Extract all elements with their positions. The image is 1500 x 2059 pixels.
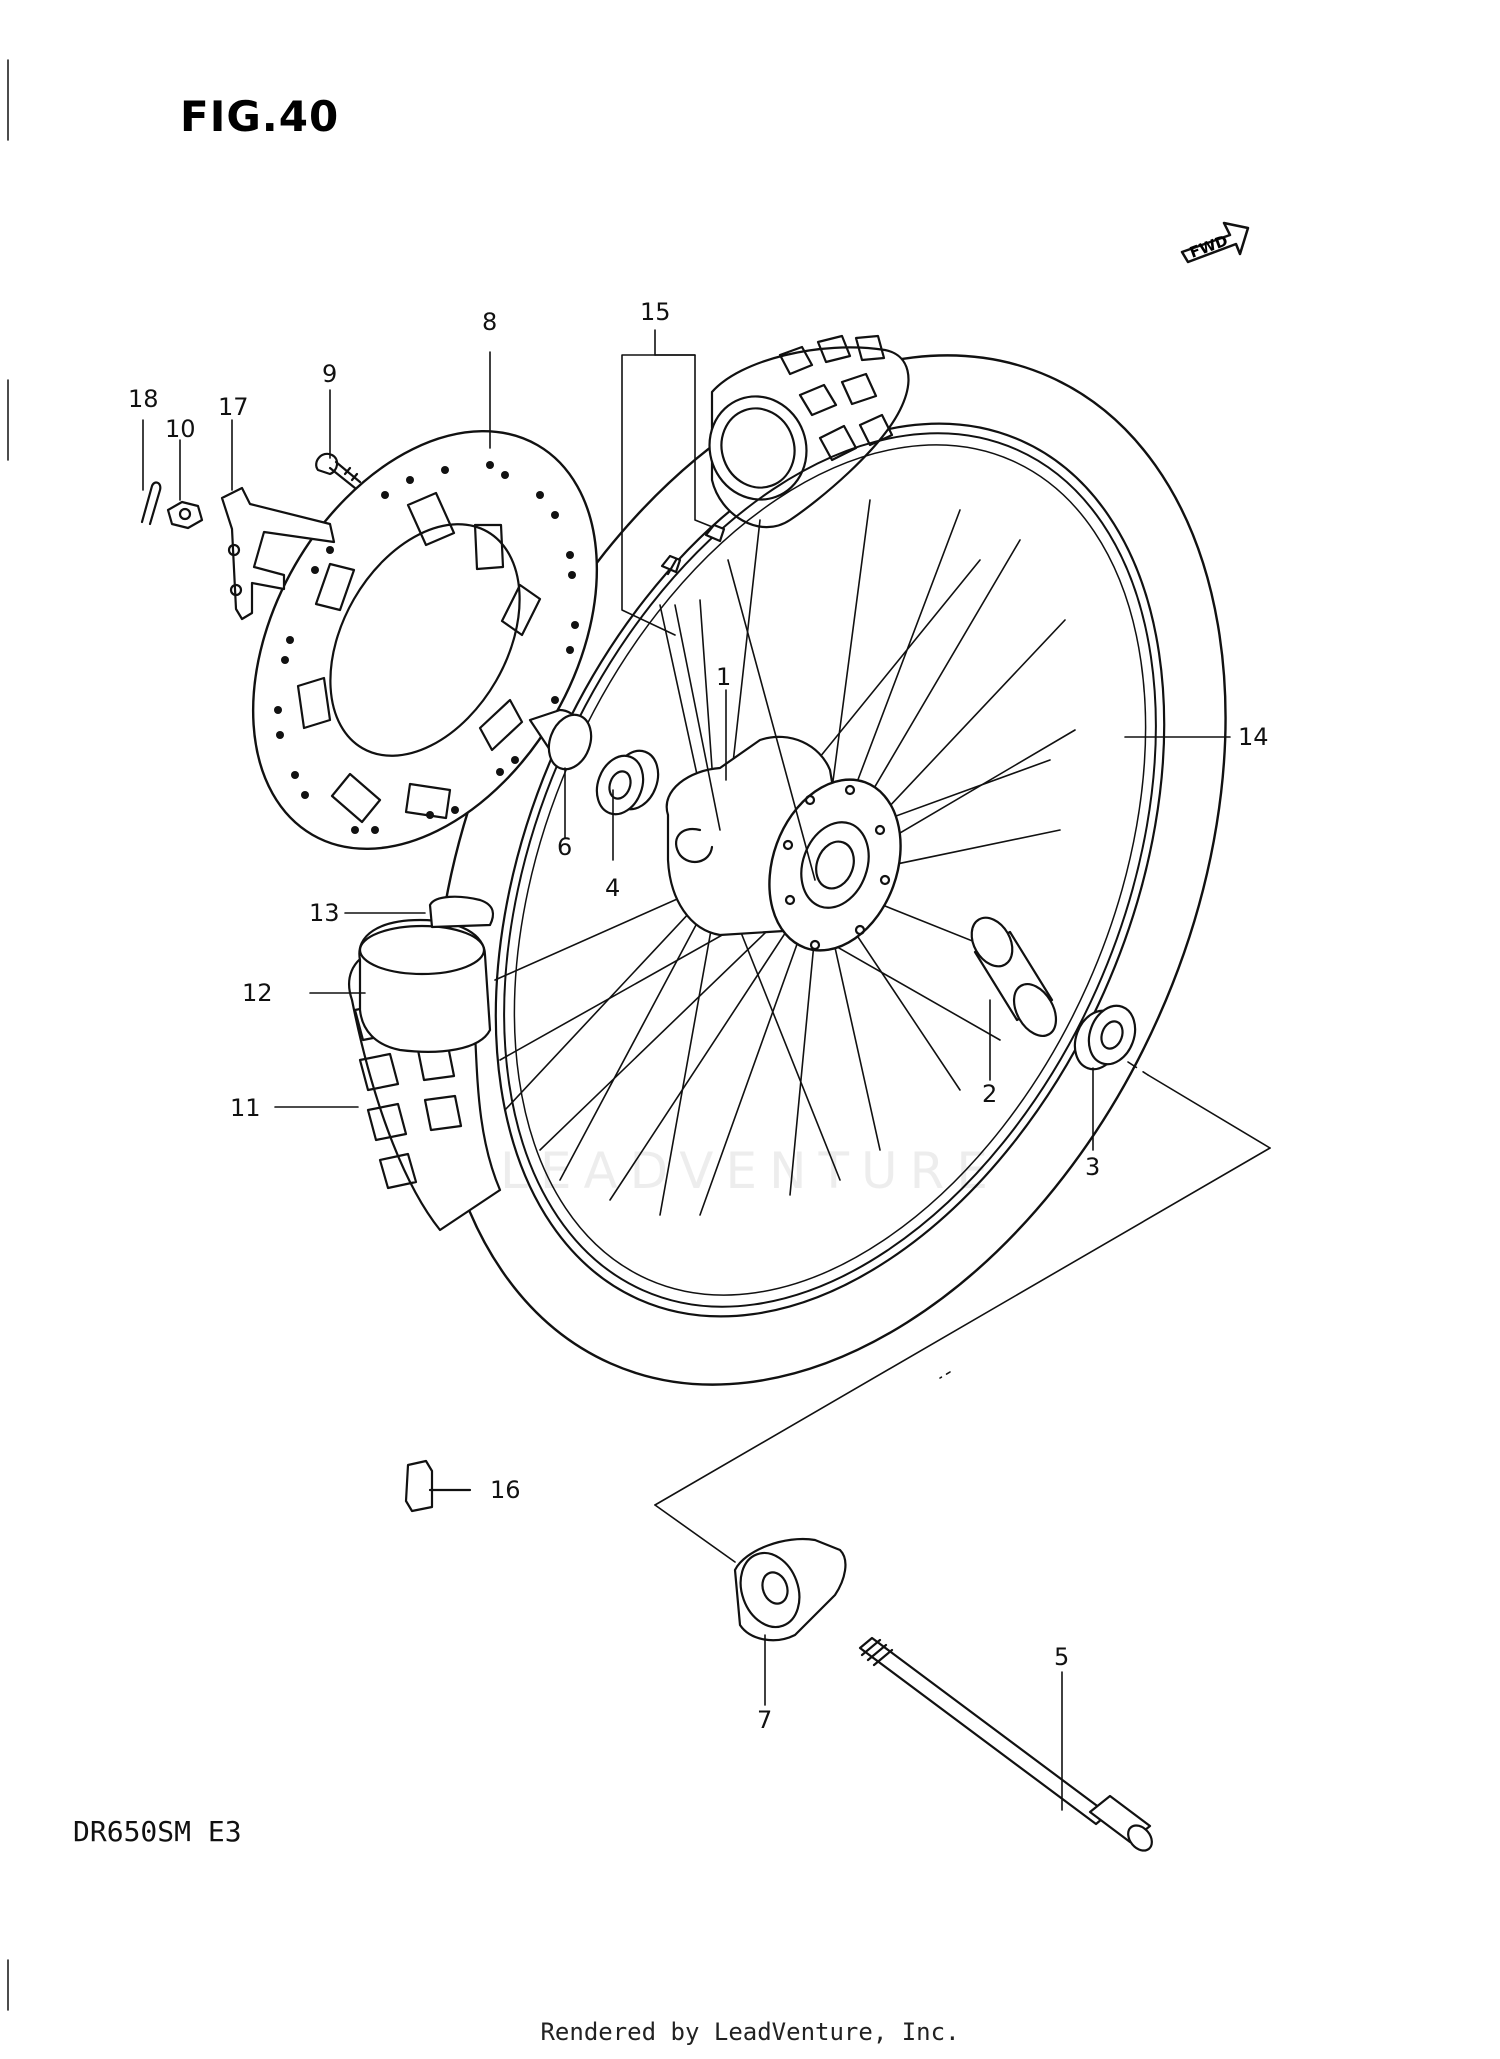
callout-11: 11: [230, 1094, 261, 1122]
rim-band: [428, 895, 495, 929]
axle-nut: [166, 500, 204, 530]
callout-18: 18: [128, 385, 159, 413]
callout-15: 15: [640, 298, 671, 326]
callout-3: 3: [1085, 1153, 1101, 1181]
cotter-pin: [140, 481, 162, 526]
brake-disc: [251, 430, 599, 850]
bearing-right: [1073, 1004, 1137, 1071]
figure-title: FIG.40: [180, 92, 340, 141]
callout-12: 12: [242, 979, 273, 1007]
callout-7: 7: [757, 1706, 773, 1734]
callout-16: 16: [490, 1476, 521, 1504]
callout-14: 14: [1238, 723, 1269, 751]
watermark: LEADVENTURE: [500, 1142, 1000, 1200]
valve-cap: [404, 1459, 472, 1513]
speedometer-gearbox: [733, 1537, 847, 1642]
callout-5: 5: [1054, 1643, 1070, 1671]
assembly-guide-lines: [654, 1061, 1271, 1563]
bearing-left: [595, 749, 660, 816]
model-code: DR650SM E3: [73, 1815, 242, 1848]
spoke-set: [621, 354, 816, 881]
forward-arrow-icon: [1180, 221, 1250, 264]
callout-10: 10: [165, 415, 196, 443]
fwd-label: FWD: [1187, 231, 1230, 261]
speedometer-cable-guide: [220, 486, 336, 621]
callout-9: 9: [322, 360, 338, 388]
hub: [665, 735, 902, 952]
callout-17: 17: [218, 393, 249, 421]
disc-bolt: [315, 452, 362, 490]
callout-1: 1: [716, 663, 732, 691]
front-axle: [858, 1636, 1153, 1852]
callout-6: 6: [557, 833, 573, 861]
leader-lines: [142, 329, 1231, 1811]
tube: [358, 918, 492, 1053]
callout-2: 2: [982, 1080, 998, 1108]
distance-collar: [970, 916, 1058, 1037]
footer-credit: Rendered by LeadVenture, Inc.: [540, 2018, 960, 2046]
callout-8: 8: [482, 308, 498, 336]
callout-13: 13: [309, 899, 340, 927]
spacer: [528, 708, 593, 771]
callout-4: 4: [605, 874, 621, 902]
